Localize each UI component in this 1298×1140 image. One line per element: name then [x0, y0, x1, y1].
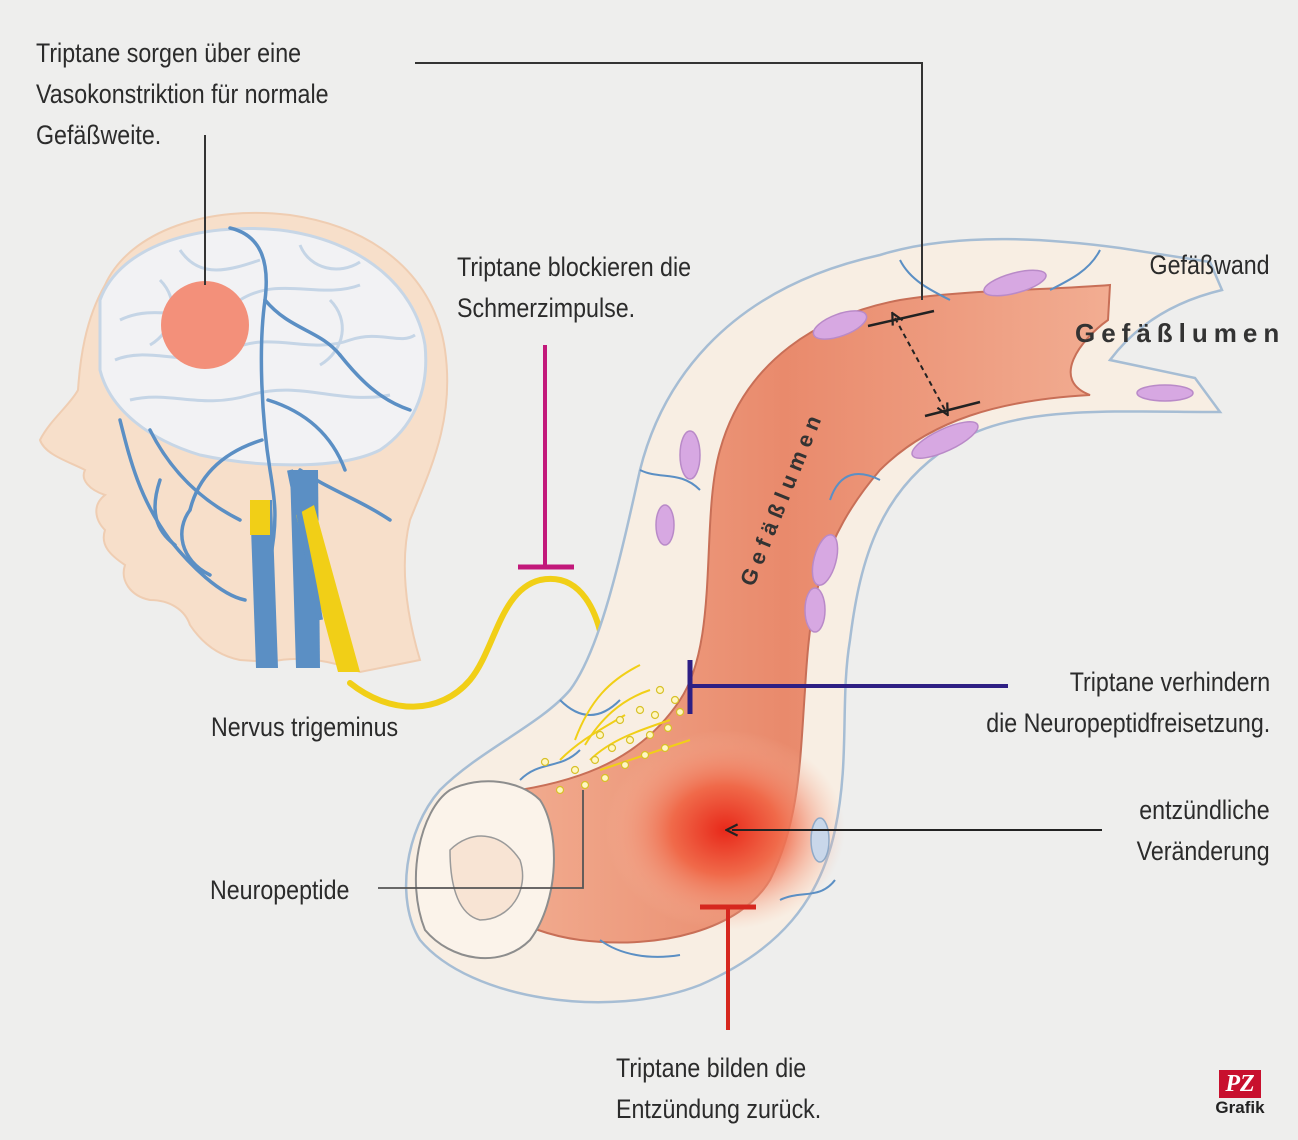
reverse-inflammation-line-2: Entzündung zurück. [616, 1089, 821, 1130]
pz-grafik-logo: PZ Grafik [1208, 1070, 1272, 1118]
block-pain-line-2: Schmerzimpulse. [457, 288, 691, 329]
prevent-neuropeptide-line-1: Triptane verhindern [986, 662, 1270, 703]
vasoconstriction-spot [161, 281, 249, 369]
reverse-inflammation-label: Triptane bilden die Entzündung zurück. [616, 1048, 821, 1130]
vasoconstriction-label: Triptane sorgen über eine Vasokonstrikti… [36, 33, 329, 156]
vessel-wall-label: Gefäßwand [1150, 245, 1270, 286]
vasoconstriction-line-1: Triptane sorgen über eine [36, 33, 329, 74]
inflammation-label: entzündliche Veränderung [1137, 790, 1270, 872]
reverse-inflammation-line-1: Triptane bilden die [616, 1048, 821, 1089]
block-pain-line-1: Triptane blockieren die [457, 247, 691, 288]
block-pain-label: Triptane blockieren die Schmerzimpulse. [457, 247, 691, 329]
inflammation-line-2: Veränderung [1137, 831, 1270, 872]
vessel-lumen-label-right: Gefäßlumen [1075, 318, 1285, 349]
nerve-label: Nervus trigeminus [211, 707, 398, 748]
prevent-neuropeptide-line-2: die Neuropeptidfreisetzung. [986, 703, 1270, 744]
nerve-text: Nervus trigeminus [211, 707, 398, 748]
vasoconstriction-line-3: Gefäßweite. [36, 115, 329, 156]
prevent-neuropeptide-label: Triptane verhindern die Neuropeptidfreis… [986, 662, 1270, 744]
pz-logo-text: Grafik [1208, 1098, 1272, 1118]
pz-logo-mark: PZ [1219, 1070, 1260, 1098]
vasoconstriction-line-2: Vasokonstriktion für normale [36, 74, 329, 115]
neuropeptides-label: Neuropeptide [210, 870, 349, 911]
head-illustration [40, 213, 447, 672]
inflammation-line-1: entzündliche [1137, 790, 1270, 831]
neuropeptides-text: Neuropeptide [210, 870, 349, 911]
nerve-stub [250, 500, 270, 535]
vessel-wall-text: Gefäßwand [1150, 245, 1270, 286]
